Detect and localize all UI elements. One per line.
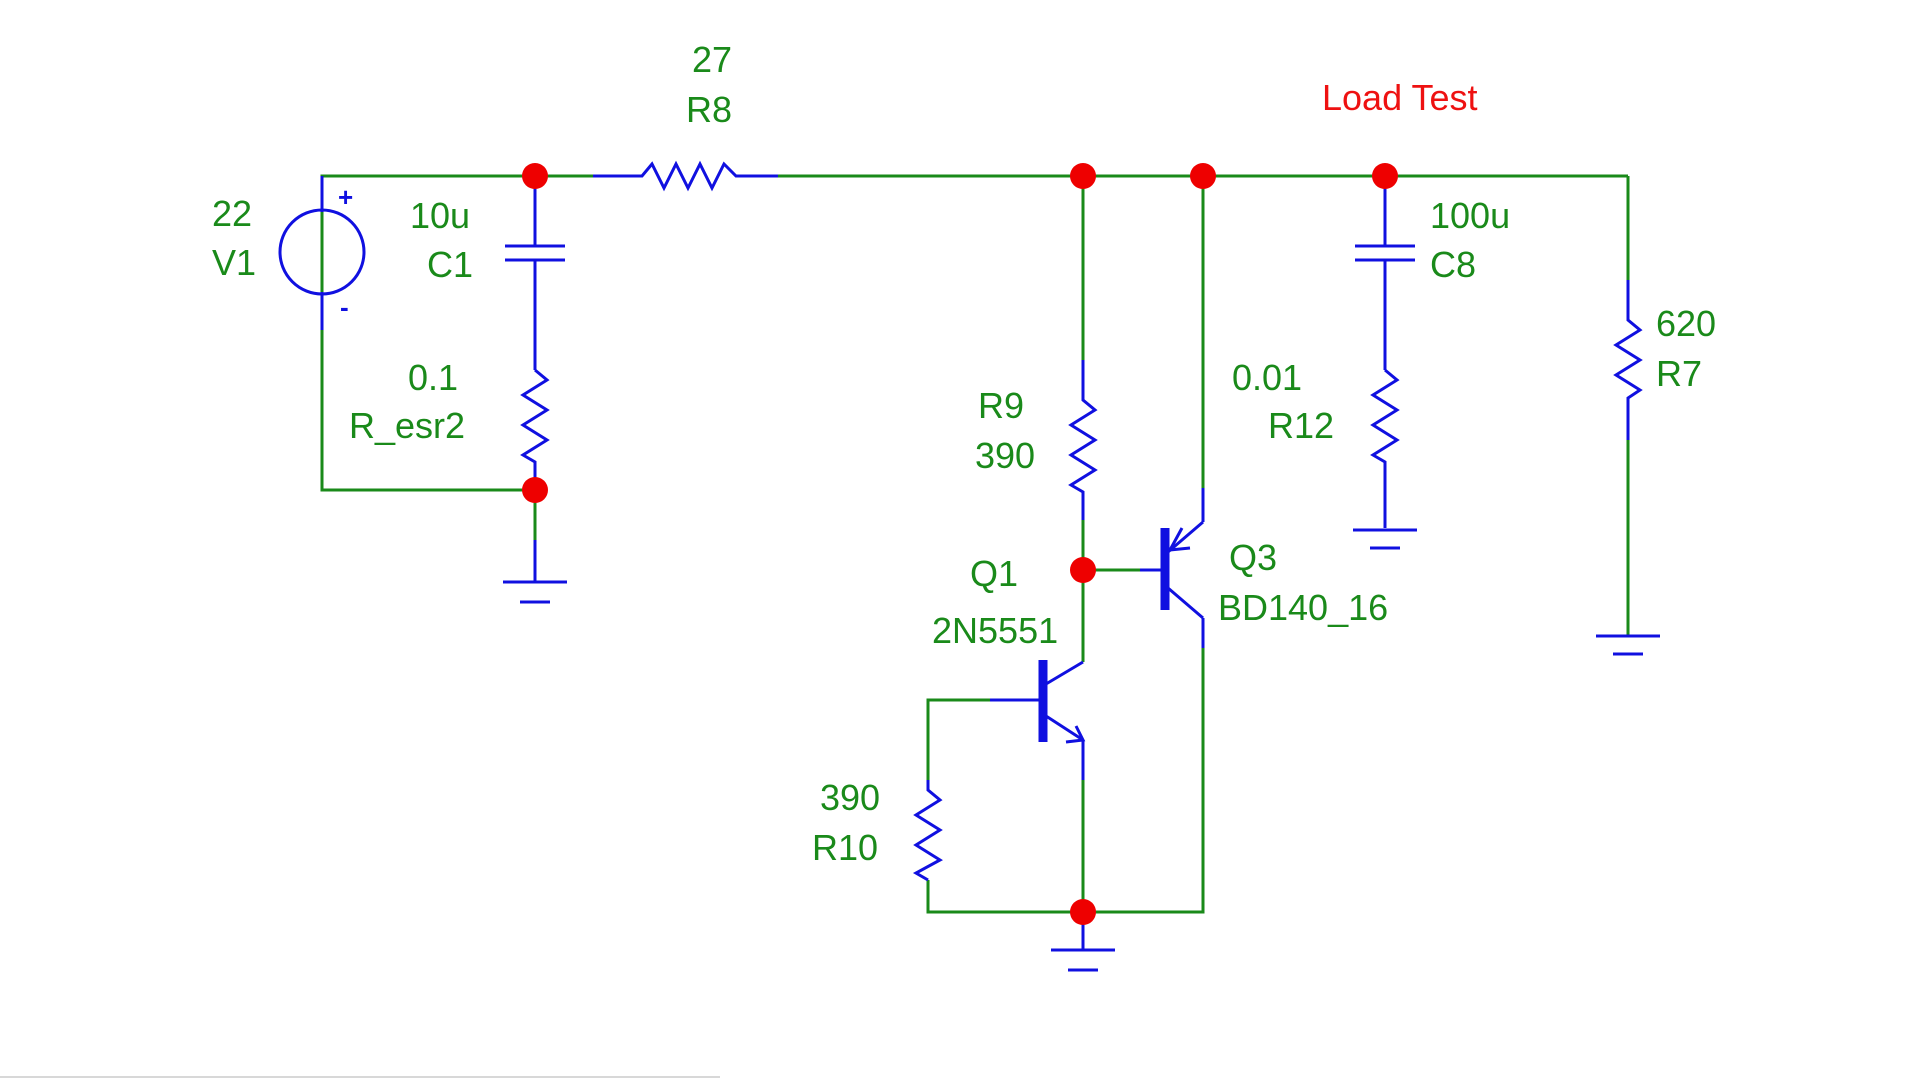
wire-r10-base <box>926 698 990 780</box>
wire-r10-bottom <box>926 880 1083 914</box>
v1-plus-sign: + <box>338 182 353 212</box>
c1-value: 10u <box>410 195 470 236</box>
ground-icon-r7 <box>1596 594 1660 656</box>
junction-dot <box>1070 163 1096 189</box>
r-esr2-resistor[interactable] <box>520 368 550 490</box>
r9-value: 390 <box>975 435 1035 476</box>
junction-dot <box>1070 899 1096 925</box>
wire-v1-return <box>320 330 535 492</box>
v1-ref: V1 <box>212 242 256 283</box>
q3-ref: Q3 <box>1229 537 1277 578</box>
r9-resistor[interactable] <box>1068 360 1098 520</box>
r8-ref: R8 <box>686 89 732 130</box>
junction-dot <box>522 477 548 503</box>
r7-value: 620 <box>1656 303 1716 344</box>
c8-capacitor[interactable] <box>1355 176 1415 370</box>
r9-ref: R9 <box>978 385 1024 426</box>
r-esr2-value: 0.1 <box>408 357 458 398</box>
r8-value: 27 <box>692 39 732 80</box>
r8-resistor[interactable] <box>593 160 778 192</box>
junction-dot <box>1190 163 1216 189</box>
wire-q3-collector <box>1083 648 1205 914</box>
v1-minus-sign: - <box>340 292 349 322</box>
ground-icon-r12 <box>1353 528 1417 550</box>
r12-value: 0.01 <box>1232 357 1302 398</box>
r7-ref: R7 <box>1656 353 1702 394</box>
ground-icon-c1 <box>503 540 567 604</box>
r10-value: 390 <box>820 777 880 818</box>
v1-value: 22 <box>212 193 252 234</box>
v1-source[interactable]: + - <box>278 176 366 330</box>
c8-ref: C8 <box>1430 244 1476 285</box>
q1-transistor[interactable] <box>990 660 1086 780</box>
c1-ref: C1 <box>427 244 473 285</box>
junction-dot <box>1372 163 1398 189</box>
c8-value: 100u <box>1430 195 1510 236</box>
junctions <box>522 163 1398 925</box>
r12-resistor[interactable] <box>1370 368 1400 528</box>
c1-capacitor[interactable] <box>505 176 565 370</box>
q1-ref: Q1 <box>970 553 1018 594</box>
q3-transistor[interactable] <box>1140 488 1205 648</box>
r7-resistor[interactable] <box>1613 280 1643 440</box>
junction-dot <box>1070 557 1096 583</box>
q3-model: BD140_16 <box>1218 587 1388 628</box>
r-esr2-ref: R_esr2 <box>349 405 465 446</box>
q1-model: 2N5551 <box>932 610 1058 651</box>
net-label-load-test: Load Test <box>1322 77 1477 118</box>
r12-ref: R12 <box>1268 405 1334 446</box>
r10-resistor[interactable] <box>912 780 943 882</box>
r10-ref: R10 <box>812 827 878 868</box>
junction-dot <box>522 163 548 189</box>
